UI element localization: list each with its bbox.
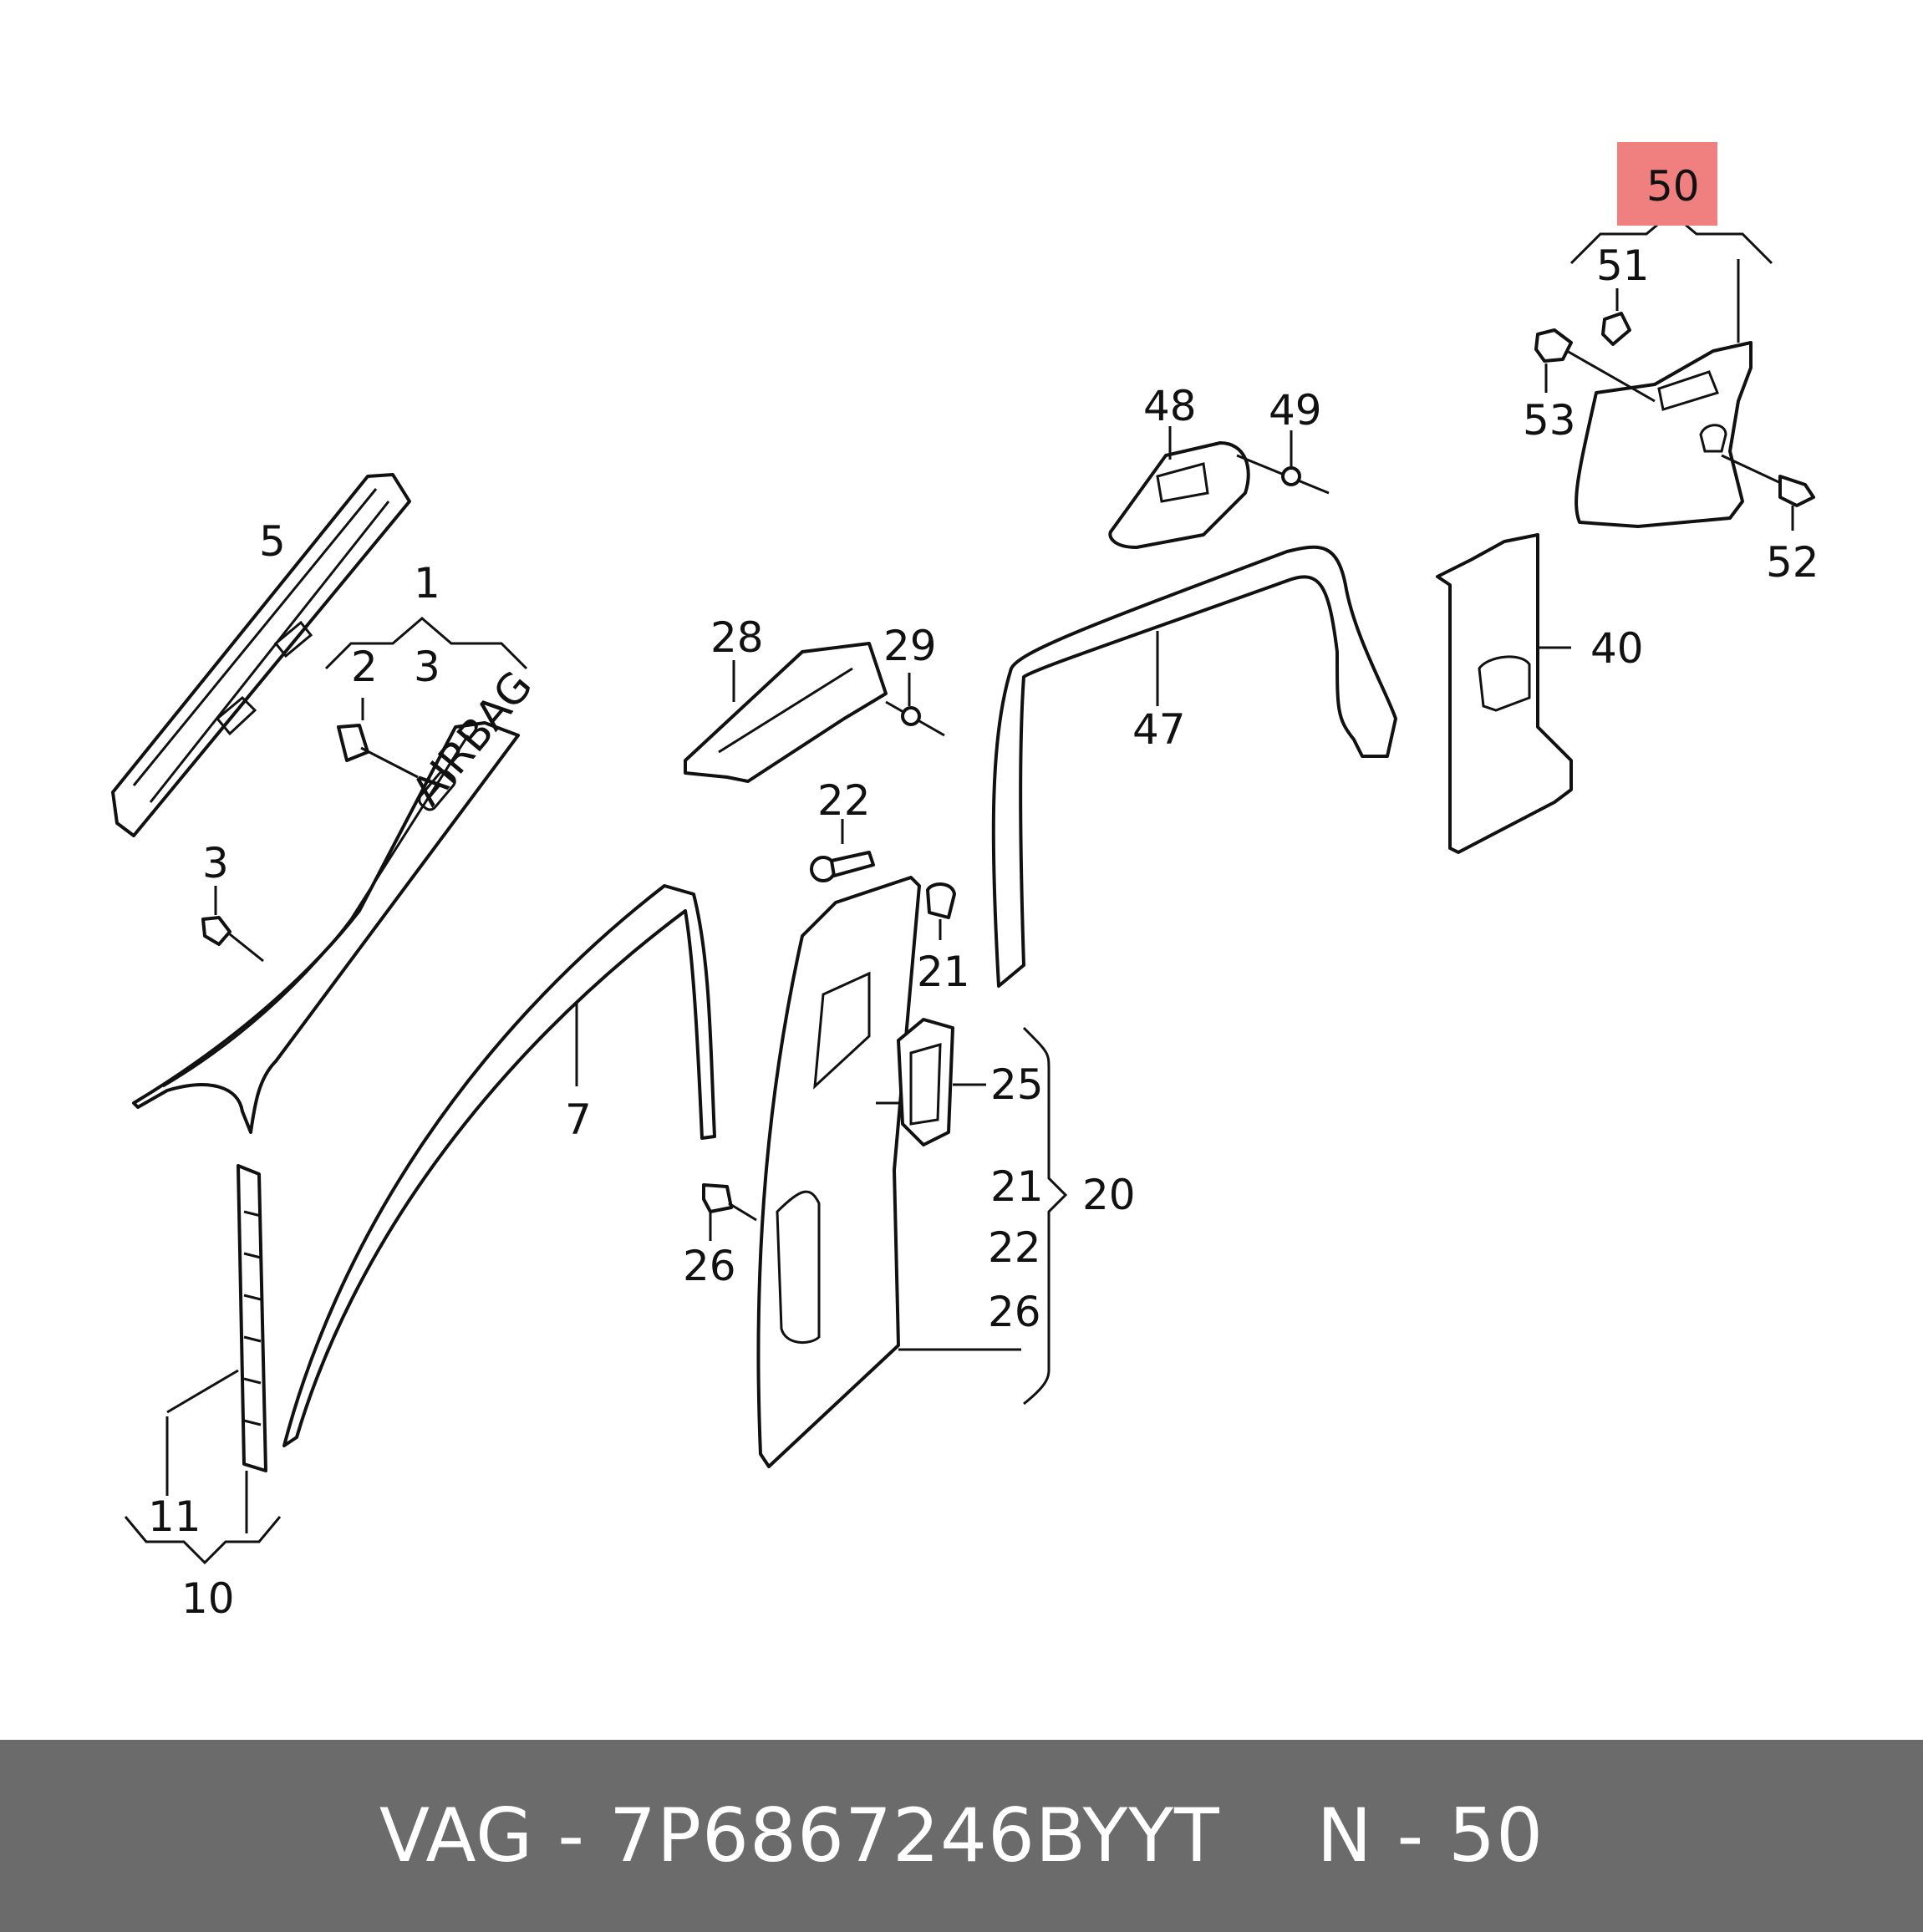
bracket-1	[324, 617, 528, 670]
part-52-screw	[1721, 454, 1815, 531]
label-7: 7	[565, 1096, 592, 1144]
label-49: 49	[1269, 386, 1322, 435]
label-47: 47	[1132, 705, 1186, 754]
part-number-text: VAG - 7P6867246BYYT N - 50	[379, 1792, 1544, 1879]
label-20: 20	[1082, 1171, 1136, 1219]
bracket-20	[1022, 1026, 1068, 1406]
label-26-group: 26	[988, 1288, 1041, 1336]
label-26: 26	[683, 1242, 736, 1290]
part-20-b-pillar-trim	[756, 876, 1021, 1468]
label-22-group: 22	[988, 1223, 1041, 1272]
label-21: 21	[917, 948, 970, 996]
highlight-box-50	[1617, 142, 1717, 226]
label-2: 2	[351, 643, 378, 691]
part-40-c-pillar-trim	[1436, 533, 1573, 854]
part-5-rail	[111, 473, 411, 837]
part-21-clip	[926, 882, 956, 940]
label-21-group: 21	[990, 1162, 1044, 1211]
part-50-assembly	[1575, 259, 1753, 528]
label-53: 53	[1523, 396, 1576, 445]
label-10: 10	[181, 1574, 235, 1623]
part-3-clip	[201, 886, 264, 963]
parts-diagram-svg: AIRBAG	[111, 142, 1819, 1623]
part-7-door-seal	[282, 884, 716, 1447]
label-40: 40	[1590, 624, 1644, 673]
label-3-top: 3	[414, 643, 440, 691]
footer-bar: VAG - 7P6867246BYYT N - 50	[0, 1740, 1923, 1932]
part-53-clip	[1534, 328, 1656, 403]
label-29: 29	[883, 622, 937, 670]
part-49-screw	[1236, 430, 1330, 495]
label-25: 25	[990, 1060, 1044, 1109]
label-52: 52	[1766, 538, 1819, 587]
bracket-10	[124, 1516, 282, 1565]
label-51: 51	[1596, 242, 1650, 290]
label-28: 28	[710, 613, 764, 662]
label-1: 1	[414, 559, 440, 608]
label-48: 48	[1143, 382, 1197, 430]
part-48-cover	[1108, 426, 1250, 549]
part-22-screw	[810, 819, 875, 882]
part-47-door-seal	[991, 545, 1397, 988]
part-10-lower-strip	[165, 1164, 267, 1533]
label-5: 5	[259, 517, 286, 566]
label-50: 50	[1646, 162, 1700, 211]
part-51-clip	[1601, 288, 1631, 346]
label-3: 3	[202, 839, 229, 887]
parts-diagram: AIRBAG	[111, 142, 1819, 1623]
part-29-screw	[885, 673, 945, 737]
part-26-clip	[702, 1183, 757, 1241]
label-11: 11	[148, 1492, 201, 1541]
part-28-bracket	[684, 642, 888, 783]
part-25-insert	[897, 1018, 986, 1146]
label-22: 22	[817, 776, 871, 825]
part-2-clip	[337, 698, 419, 779]
